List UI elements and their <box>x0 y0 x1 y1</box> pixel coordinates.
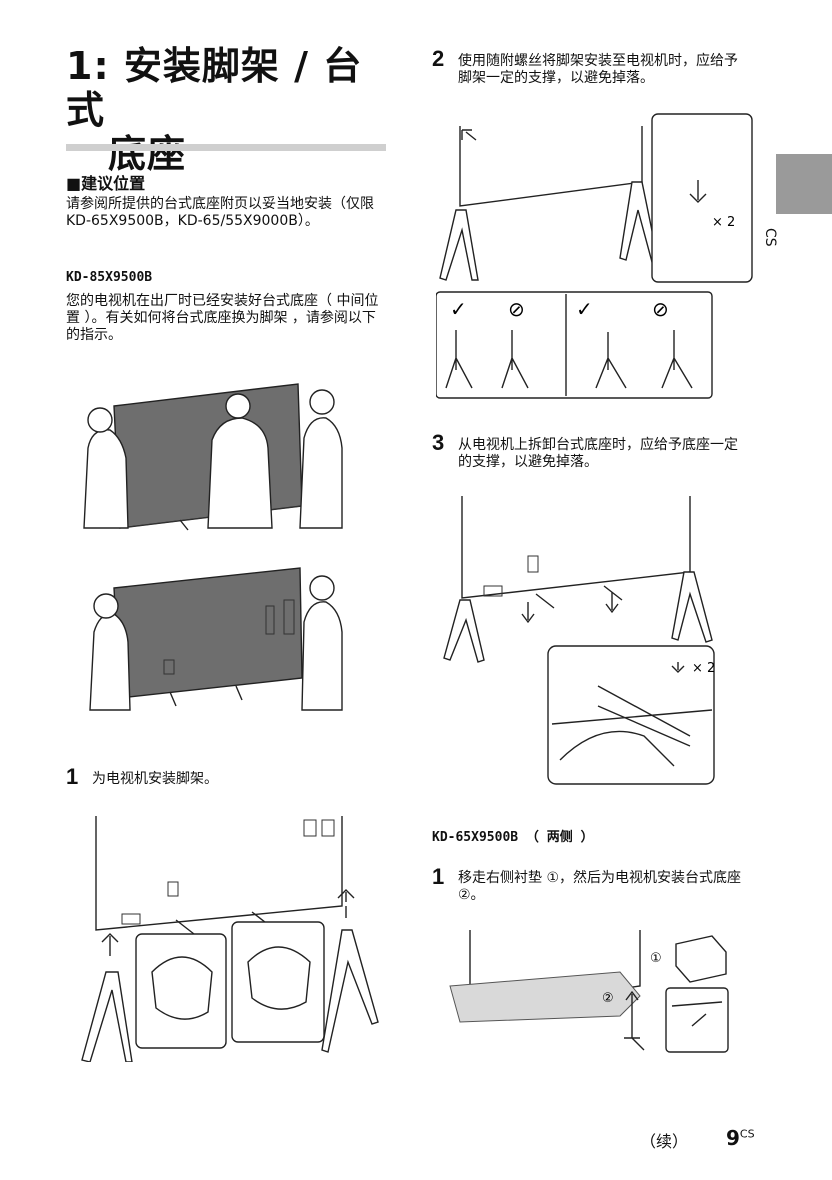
figure-remove-stand: × 2 <box>443 496 715 785</box>
left-step-1-text: 为电视机安装脚架。 <box>92 771 218 787</box>
footer-continued: （续） <box>640 1132 689 1151</box>
footer-page-number: 9CS <box>726 1126 755 1150</box>
language-side-tab <box>776 154 832 214</box>
no-mark-b: ⊘ <box>652 297 669 321</box>
page-title-line2: 底座 <box>108 132 187 176</box>
figure-tv-carry-people <box>89 567 343 711</box>
right-step-3-text: 从电视机上拆卸台式底座时，应给予底座一定的支撑，以避免掉落。 <box>458 437 738 470</box>
check-mark-a: ✓ <box>450 297 467 321</box>
no-mark-a: ⊘ <box>508 297 525 321</box>
model-65-label: KD-65X9500B （ 两侧 ） <box>432 830 594 845</box>
page-title-line1: 1: 安装脚架 / 台式 <box>66 44 363 132</box>
section-heading: ■建议位置 <box>66 174 146 193</box>
left-step-1: 1 <box>66 764 78 790</box>
figure-remove-cushion: ① ② <box>449 930 729 1053</box>
page-title: 1: 安装脚架 / 台式 底座 <box>66 44 396 176</box>
screws-count-b: × 2 <box>692 661 715 676</box>
model-85-text: 您的电视机在出厂时已经安装好台式底座（ 中间位置 ）。有关如何将台式底座换为脚架… <box>66 293 379 343</box>
figure-tv-upright-people <box>83 383 343 531</box>
figure-attach-legs <box>81 816 379 1062</box>
model-65-step-1: 1 <box>432 864 444 890</box>
label-stand-2: ② <box>602 991 614 1006</box>
right-step-3-number: 3 <box>432 430 445 455</box>
intro-text: 请参阅所提供的台式底座附页以妥当地安装（仅限 KD-65X9500B，KD-65… <box>66 196 374 229</box>
right-step-2-text: 使用随附螺丝将脚架安装至电视机时，应给予脚架一定的支撑，以避免掉落。 <box>458 53 738 86</box>
left-step-1-number: 1 <box>66 764 79 789</box>
footer-page-suffix: CS <box>739 1127 755 1141</box>
model-65-step-1-number: 1 <box>432 864 445 889</box>
screws-count-a: × 2 <box>712 215 735 230</box>
figure-attach-with-screws: × 2 ✓ ⊘ ✓ ⊘ <box>436 113 753 399</box>
model-65-step-1-text: 移走右侧衬垫 ①，然后为电视机安装台式底座 ②。 <box>458 870 741 903</box>
right-step-2-number: 2 <box>432 46 445 71</box>
label-cushion-1: ① <box>650 951 662 966</box>
check-mark-b: ✓ <box>576 297 593 321</box>
footer-page-number-value: 9 <box>726 1126 740 1150</box>
right-step-3: 3 <box>432 430 444 456</box>
title-divider <box>66 144 386 151</box>
language-side-code: CS <box>762 228 778 247</box>
right-step-2: 2 <box>432 46 444 72</box>
model-85-label: KD-85X9500B <box>66 270 153 285</box>
